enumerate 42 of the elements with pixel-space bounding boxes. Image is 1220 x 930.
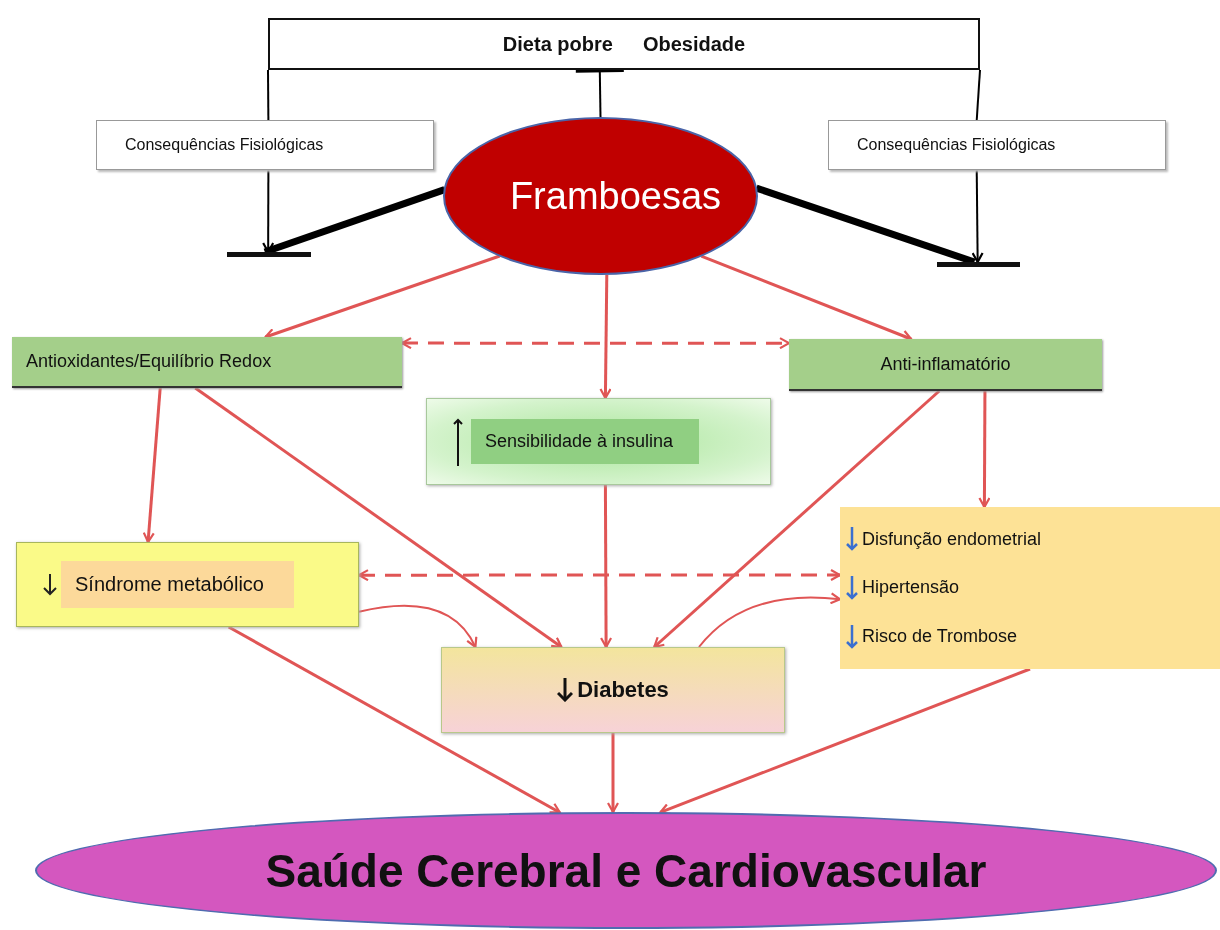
node-label: Dieta pobre (502, 32, 613, 56)
effect-box (12, 337, 402, 388)
effect-box (789, 339, 1102, 391)
dashed-arrow (357, 568, 842, 582)
curved-arrow (358, 604, 477, 649)
inhibition-bar (227, 252, 311, 257)
consequence-box (96, 120, 434, 170)
node-label: Diabetes (577, 677, 669, 703)
node-label: Síndrome metabólico (61, 561, 294, 608)
arrow (142, 387, 162, 544)
arrow (978, 391, 991, 509)
node-label: Hipertensão (862, 577, 960, 599)
arrow (971, 169, 984, 264)
arrow (606, 733, 620, 814)
node-label: Disfunção endometrial (862, 528, 1042, 550)
arrow (194, 386, 563, 649)
cause-box (268, 18, 980, 70)
node-label: Sensibilidade à insulina (471, 419, 700, 464)
consequence-box (828, 120, 1166, 170)
node-label: Consequências Fisiológicas (857, 136, 1056, 154)
node-label: Antioxidantes/Equilíbrio Redox (26, 351, 272, 372)
node-label: Obesidade (642, 32, 746, 56)
node-label: Saúde Cerebral e Cardiovascular (265, 843, 987, 898)
outcome-box (441, 647, 785, 733)
node-label: Framboesas (509, 174, 722, 218)
effect-box (426, 398, 771, 485)
outcome-box (840, 507, 1220, 669)
arrow (227, 625, 561, 814)
arrow (659, 667, 1031, 815)
node-label: Anti-inflamatório (880, 353, 1011, 375)
arrow (653, 389, 941, 649)
node-label: Risco de Trombose (862, 626, 1018, 648)
arrow (700, 254, 913, 342)
connector-line (267, 69, 270, 121)
curved-arrow (698, 592, 842, 648)
connector-line (975, 69, 981, 121)
arrow (600, 485, 613, 649)
inhibition-bar (937, 262, 1020, 267)
outcome-box (16, 542, 359, 627)
arrow (599, 275, 612, 400)
arrow (264, 254, 501, 340)
node-label: Consequências Fisiológicas (125, 136, 324, 154)
